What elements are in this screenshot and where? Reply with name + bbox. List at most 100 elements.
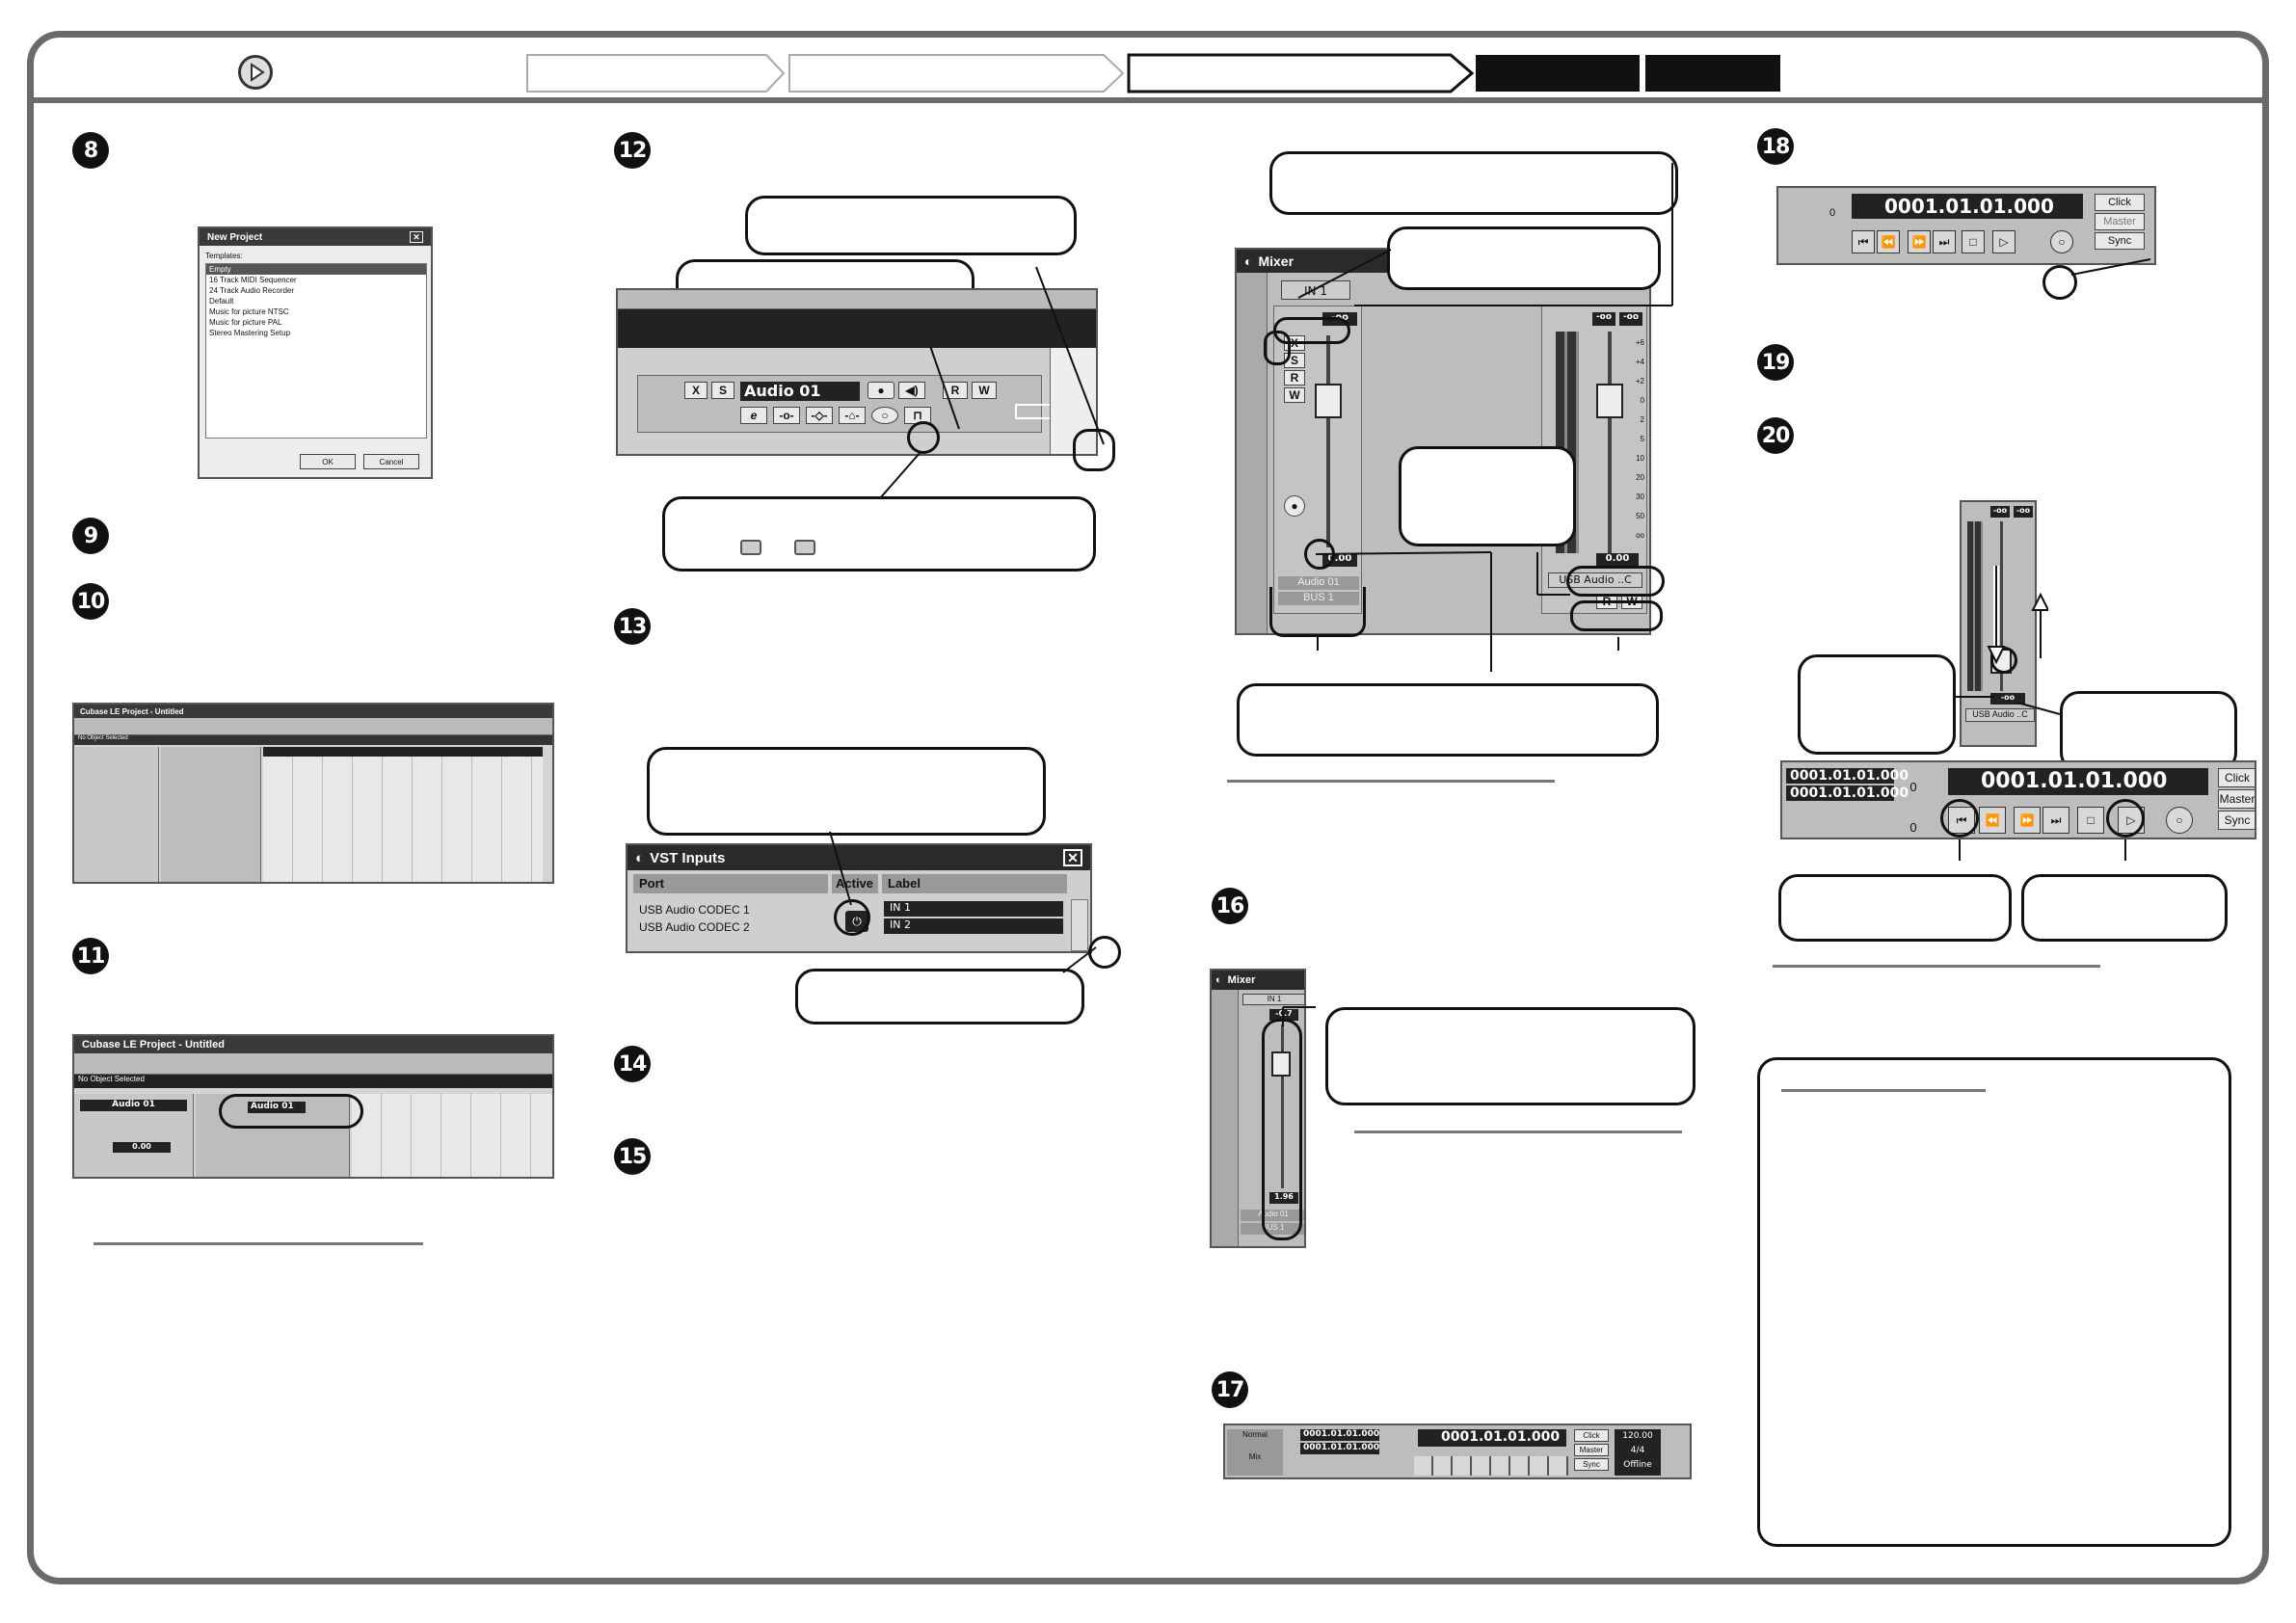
ok-button[interactable]: OK: [300, 454, 356, 469]
cancel-button[interactable]: Cancel: [363, 454, 419, 469]
record-button[interactable]: ○: [2050, 230, 2073, 253]
mode-block: Normal Mix: [1227, 1429, 1283, 1476]
template-item[interactable]: Music for picture PAL: [209, 318, 282, 327]
lane-on-icon: [794, 540, 815, 555]
record-mode[interactable]: Normal: [1242, 1430, 1268, 1439]
click-button[interactable]: Click: [2095, 194, 2145, 211]
channel-fader[interactable]: [1315, 384, 1342, 418]
stop-button[interactable]: □: [1962, 230, 1985, 253]
label-row-2[interactable]: IN 2: [884, 918, 1063, 934]
master-button[interactable]: Master: [2095, 213, 2145, 230]
template-item[interactable]: Default: [209, 297, 234, 306]
mute-button[interactable]: X: [684, 382, 707, 399]
callout-leader-lines: [1956, 696, 2061, 715]
callout-box: [2060, 691, 2237, 772]
click-button[interactable]: Click: [1574, 1429, 1609, 1442]
left-locator[interactable]: 0001.01.01.000: [1300, 1429, 1379, 1441]
highlight-ring: [1940, 799, 1979, 838]
channel-name: Audio 01: [1241, 1210, 1304, 1221]
right-locator[interactable]: 0001.01.01.000: [1786, 785, 1909, 801]
meter-peak-l: -oo: [1990, 506, 2010, 518]
input-routing[interactable]: IN 1: [1242, 994, 1304, 1005]
write-automation-button[interactable]: W: [972, 382, 997, 399]
highlight-ring: [834, 899, 870, 936]
close-icon[interactable]: ✕: [410, 231, 423, 243]
position-display[interactable]: 0001.01.01.000: [1948, 768, 2208, 795]
meter-bars: [1967, 521, 1983, 691]
rewind-button[interactable]: ⏪: [1979, 807, 2006, 834]
templates-list[interactable]: Empty 16 Track MIDI Sequencer 24 Track A…: [205, 263, 427, 439]
click-button[interactable]: Click: [2218, 768, 2255, 787]
label-row-1[interactable]: IN 1: [884, 901, 1063, 917]
ruler: [263, 747, 543, 757]
go-to-start-button[interactable]: ⏮: [1852, 230, 1875, 253]
info-line: No Object Selected: [74, 1075, 552, 1088]
right-locator[interactable]: 0001.01.01.000: [1300, 1443, 1379, 1454]
cycle-mode[interactable]: Mix: [1248, 1452, 1262, 1461]
stop-button[interactable]: □: [2077, 807, 2104, 834]
highlight-ring: [2042, 265, 2077, 300]
read-button[interactable]: R: [1284, 370, 1305, 386]
play-button[interactable]: ▷: [1992, 230, 2016, 253]
close-icon[interactable]: ✕: [1063, 849, 1082, 866]
scale-mark: 30: [1636, 492, 1644, 501]
track-name-field[interactable]: Audio 01: [740, 382, 860, 401]
go-to-end-button[interactable]: ⏭: [2042, 807, 2069, 834]
callout-box: [745, 196, 1077, 255]
master-button[interactable]: Master: [1574, 1444, 1609, 1456]
master-button[interactable]: Master: [2218, 789, 2255, 809]
position-display[interactable]: 0001.01.01.000: [1418, 1429, 1566, 1447]
scrollbar[interactable]: [1071, 899, 1088, 951]
read-automation-button[interactable]: R: [943, 382, 968, 399]
sync-button[interactable]: Sync: [1574, 1458, 1609, 1471]
note-box: [1757, 1057, 2231, 1547]
record-enable-button[interactable]: ●: [1284, 495, 1305, 517]
template-item[interactable]: Stereo Mastering Setup: [209, 329, 291, 337]
rewind-button[interactable]: ⏪: [1877, 230, 1900, 253]
position-display[interactable]: 0001.01.01.000: [1852, 194, 2083, 219]
forward-button[interactable]: ⏩: [1908, 230, 1931, 253]
volume-fader[interactable]: [1271, 1051, 1291, 1077]
inspector-panel: Audio 01 0.00: [74, 1094, 194, 1177]
sync-button[interactable]: Sync: [2218, 811, 2255, 830]
monitor-button[interactable]: ◀): [898, 382, 925, 399]
power-icon: ◐: [635, 849, 645, 866]
note-title-rule: [1781, 1089, 1986, 1092]
record-button[interactable]: ○: [2166, 807, 2193, 834]
template-item[interactable]: 24 Track Audio Recorder: [209, 286, 295, 295]
go-to-end-button[interactable]: ⏭: [1933, 230, 1956, 253]
track-header-screenshot: X S Audio 01 ● ◀) R W e -o- -◇- -⌂- ○ ⊓: [616, 288, 1098, 456]
input-routing[interactable]: IN 1: [1281, 280, 1350, 300]
highlight-ring: [1566, 566, 1665, 597]
solo-button[interactable]: S: [711, 382, 734, 399]
template-item[interactable]: Music for picture NTSC: [209, 307, 289, 316]
templates-label: Templates:: [205, 252, 243, 260]
sync-button[interactable]: Sync: [2095, 232, 2145, 250]
volume-value: -oo: [1990, 693, 2025, 705]
left-locator[interactable]: 0001.01.01.000: [1786, 768, 1909, 784]
scale-mark: 2: [1640, 415, 1644, 424]
header-bar: [34, 38, 2262, 103]
output-routing[interactable]: USB Audio ..C: [1965, 708, 2035, 722]
record-enable-button[interactable]: ●: [868, 382, 894, 399]
lane-button[interactable]: ○: [871, 407, 898, 424]
send-button[interactable]: -⌂-: [839, 407, 866, 424]
forward-button[interactable]: ⏩: [2014, 807, 2041, 834]
lane-off-icon: [740, 540, 761, 555]
dialog-title: New Project: [207, 231, 263, 243]
channel-fader-track: [1326, 335, 1330, 547]
write-button[interactable]: W: [1284, 387, 1305, 403]
insert-button[interactable]: -o-: [773, 407, 800, 424]
edit-channel-button[interactable]: e: [740, 407, 767, 424]
master-fader[interactable]: [1596, 384, 1623, 418]
fader-track: [2000, 521, 2003, 691]
eq-button[interactable]: -◇-: [806, 407, 833, 424]
callout-box: [2021, 874, 2228, 942]
highlight-ring: [1264, 331, 1291, 365]
template-item[interactable]: 16 Track MIDI Sequencer: [209, 276, 297, 284]
template-item[interactable]: Empty: [206, 264, 426, 275]
caption-rule: [1354, 1131, 1682, 1133]
track-name-field[interactable]: Audio 01: [248, 1102, 306, 1113]
step-10-number: 10: [72, 583, 109, 620]
